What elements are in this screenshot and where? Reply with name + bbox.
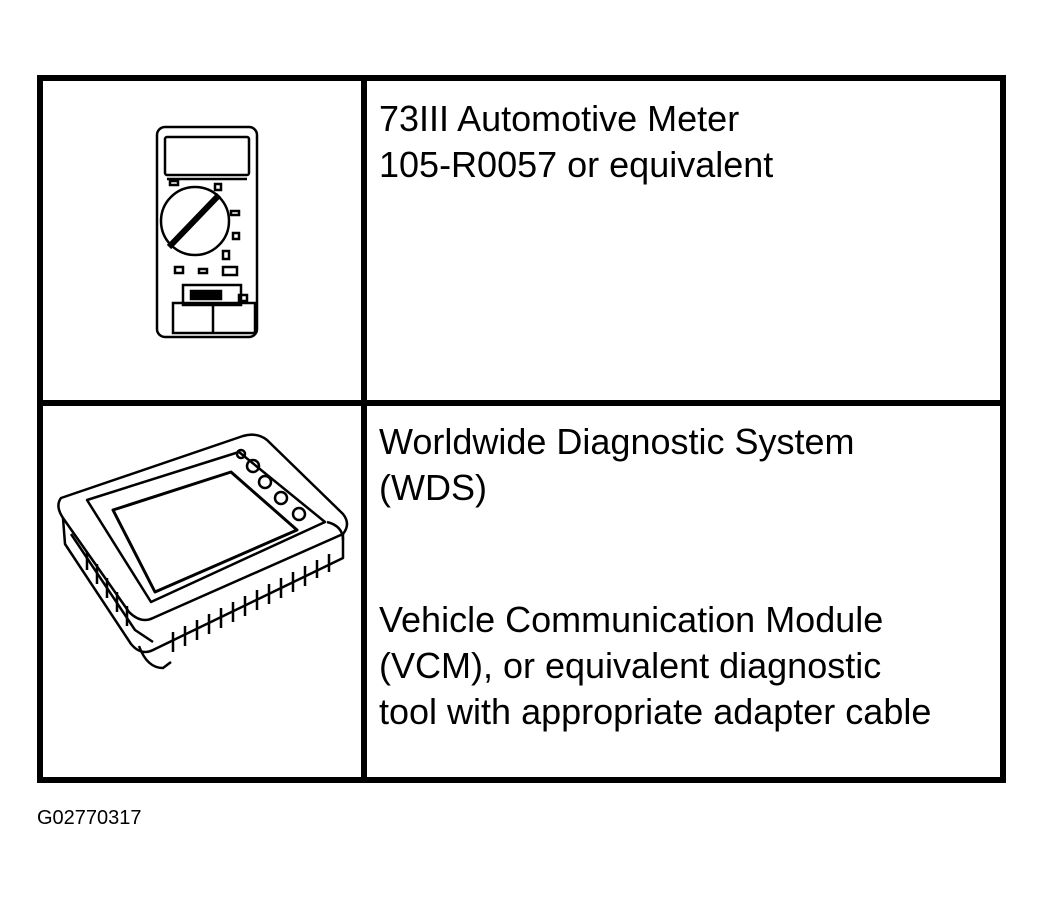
table-row: Worldwide Diagnostic System (WDS) Vehicl… bbox=[43, 406, 1000, 777]
table-row: 73III Automotive Meter 105-R0057 or equi… bbox=[43, 81, 1000, 400]
row-divider bbox=[43, 400, 1000, 406]
tool-name: Worldwide Diagnostic System bbox=[379, 421, 855, 462]
figure-id: G02770317 bbox=[37, 807, 142, 829]
image-cell bbox=[43, 81, 361, 400]
part-number: 105-R0057 or equivalent bbox=[379, 144, 774, 185]
tool-abbreviation: (WDS) bbox=[379, 467, 487, 508]
module-description: (VCM), or equivalent diagnostic bbox=[379, 645, 882, 686]
column-divider bbox=[361, 81, 367, 777]
diagnostic-tool-icon bbox=[57, 433, 349, 670]
description-cell: Worldwide Diagnostic System (WDS) Vehicl… bbox=[367, 406, 1000, 777]
module-name: Vehicle Communication Module bbox=[379, 599, 884, 640]
module-description: tool with appropriate adapter cable bbox=[379, 691, 932, 732]
tools-table: 73III Automotive Meter 105-R0057 or equi… bbox=[37, 75, 1006, 783]
tool-name: 73III Automotive Meter bbox=[379, 98, 740, 139]
image-cell bbox=[43, 406, 361, 777]
description-cell: 73III Automotive Meter 105-R0057 or equi… bbox=[367, 81, 1000, 400]
multimeter-icon bbox=[155, 125, 259, 339]
